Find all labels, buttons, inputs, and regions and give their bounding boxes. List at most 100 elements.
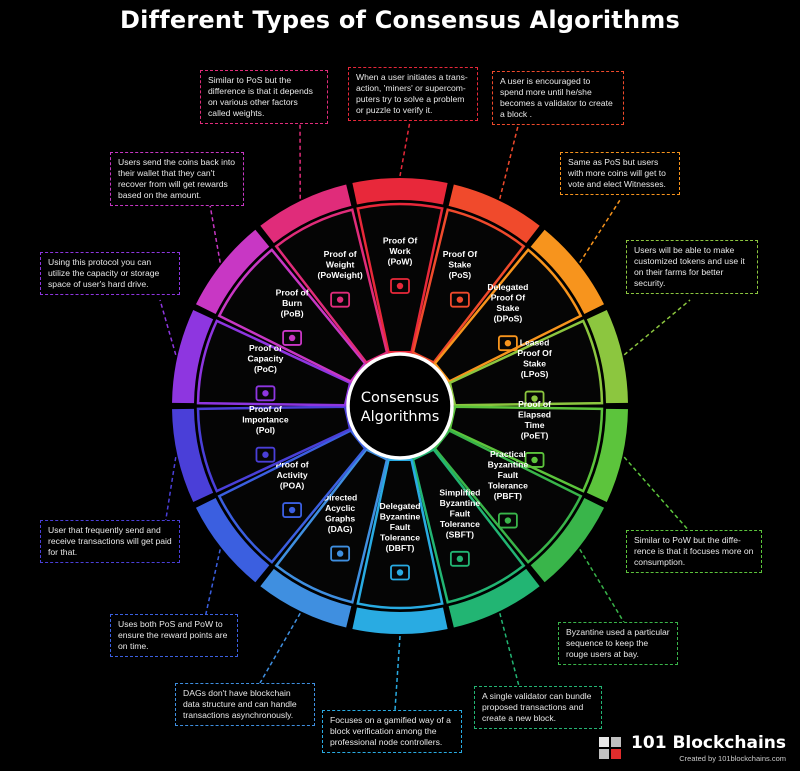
segment-label-line: Fault (390, 522, 411, 532)
connector-lines (159, 109, 691, 711)
shield-hands-icon (497, 512, 518, 529)
note-poweight: Similar to PoS but the difference is tha… (200, 70, 328, 124)
note-poc: Using this protocol you can utilize the … (40, 252, 180, 295)
blockchain-cube-icon (599, 737, 622, 759)
segment-label-line: Importance (242, 415, 289, 425)
note-pow: When a user initiates a trans-action, 'm… (348, 67, 478, 121)
segment-label-line: Delegated (379, 501, 420, 511)
segment-label-line: (PoC) (254, 364, 277, 374)
segment-label-line: (DAG) (328, 524, 353, 534)
segment-label-line: (PoB) (281, 308, 304, 318)
segment-label-line: Time (525, 420, 545, 430)
segment-label-line: (PoS) (449, 270, 472, 280)
segment-body (356, 458, 444, 610)
segment-body (411, 208, 526, 365)
segment-body (274, 208, 389, 365)
note-sbft: A single validator can bundle proposed t… (474, 686, 602, 729)
segment-rim (448, 568, 540, 628)
note-poi: User that frequently send and receive tr… (40, 520, 180, 563)
segment-rim (195, 229, 270, 315)
voting-icon (497, 335, 518, 352)
segment-rim (172, 309, 214, 404)
segment-rim (448, 184, 540, 244)
segment-rim (172, 408, 214, 503)
segment-rim (352, 178, 448, 205)
node-network-icon (390, 564, 410, 581)
connector-line (579, 199, 621, 264)
connector-line (259, 612, 301, 684)
center-label-line2: Algorithms (361, 409, 440, 425)
graph-icon (330, 545, 351, 562)
connector-line (164, 457, 177, 526)
segment-label-line: Proof of (249, 343, 282, 353)
note-poet: Similar to PoW but the diffe-rence is th… (626, 530, 762, 573)
segment-label-line: Proof Of (517, 348, 552, 358)
segment-label-line: Capacity (248, 353, 284, 363)
hand-coin-icon (524, 390, 545, 407)
note-dpos: Same as PoS but users with more coins wi… (560, 152, 680, 195)
head-gear-icon (282, 502, 303, 518)
segment-label-line: (LPoS) (521, 369, 549, 379)
segment-label-line: Proof of (518, 399, 551, 409)
segment-label-line: Graphs (325, 514, 355, 524)
cycle-coin-icon (255, 446, 276, 463)
segment-label-line: Fault (498, 470, 519, 480)
segment-label-line: Byzantine (380, 512, 421, 522)
center-hub: Consensus Algorithms (346, 352, 454, 460)
connector-line (209, 204, 221, 263)
segment-label-line: Proof of (249, 404, 282, 414)
note-poa: Uses both PoS and PoW to ensure the rewa… (110, 614, 238, 657)
segment-label-line: Activity (277, 470, 308, 480)
segment-label-line: (DBFT) (386, 543, 415, 553)
brand-subtitle: Created by 101blockchains.com (679, 754, 786, 763)
segment-rim (530, 229, 605, 315)
segment-rim (352, 607, 448, 634)
segment-label-line: Proof of (324, 249, 357, 259)
segment-rim (195, 497, 270, 583)
segment-body (448, 405, 604, 493)
segment-body (433, 428, 583, 564)
mine-cart-icon (449, 291, 470, 308)
segment-label-line: Leased (520, 338, 550, 348)
connector-line (623, 299, 691, 356)
segment-label-line: (PoW) (388, 257, 413, 267)
segment-body (274, 447, 389, 604)
segment-label-line: Stake (496, 303, 519, 313)
note-pbft: Byzantine used a particular sequence to … (558, 622, 678, 665)
segment-label-line: Tolerance (488, 481, 528, 491)
connector-line (499, 117, 521, 199)
segment-label-line: Stake (448, 260, 471, 270)
gear-network-icon (449, 550, 470, 567)
connector-line (499, 613, 521, 691)
segment-body (448, 319, 604, 407)
segment-label-line: Practical (490, 449, 526, 459)
segment-rim (586, 408, 628, 503)
page-title: Different Types of Consensus Algorithms (120, 6, 680, 34)
segment-label-line: Delegated (487, 282, 528, 292)
segment-label-line: Directed (323, 493, 357, 503)
storage-icon (255, 385, 276, 402)
segment-label-line: (PBFT) (494, 491, 522, 501)
note-dbft: Focuses on a gamified way of a block ver… (322, 710, 462, 753)
segment-rim (530, 497, 605, 583)
segment-label-line: Proof Of (443, 249, 478, 259)
connector-line (394, 635, 401, 711)
segment-label-line: Work (389, 246, 411, 256)
segment-label-line: (PoET) (521, 430, 549, 440)
fire-icon (282, 330, 303, 346)
segment-label-line: Byzantine (440, 498, 481, 508)
timer-icon (524, 452, 545, 468)
segment-label-line: Simplified (439, 487, 480, 497)
